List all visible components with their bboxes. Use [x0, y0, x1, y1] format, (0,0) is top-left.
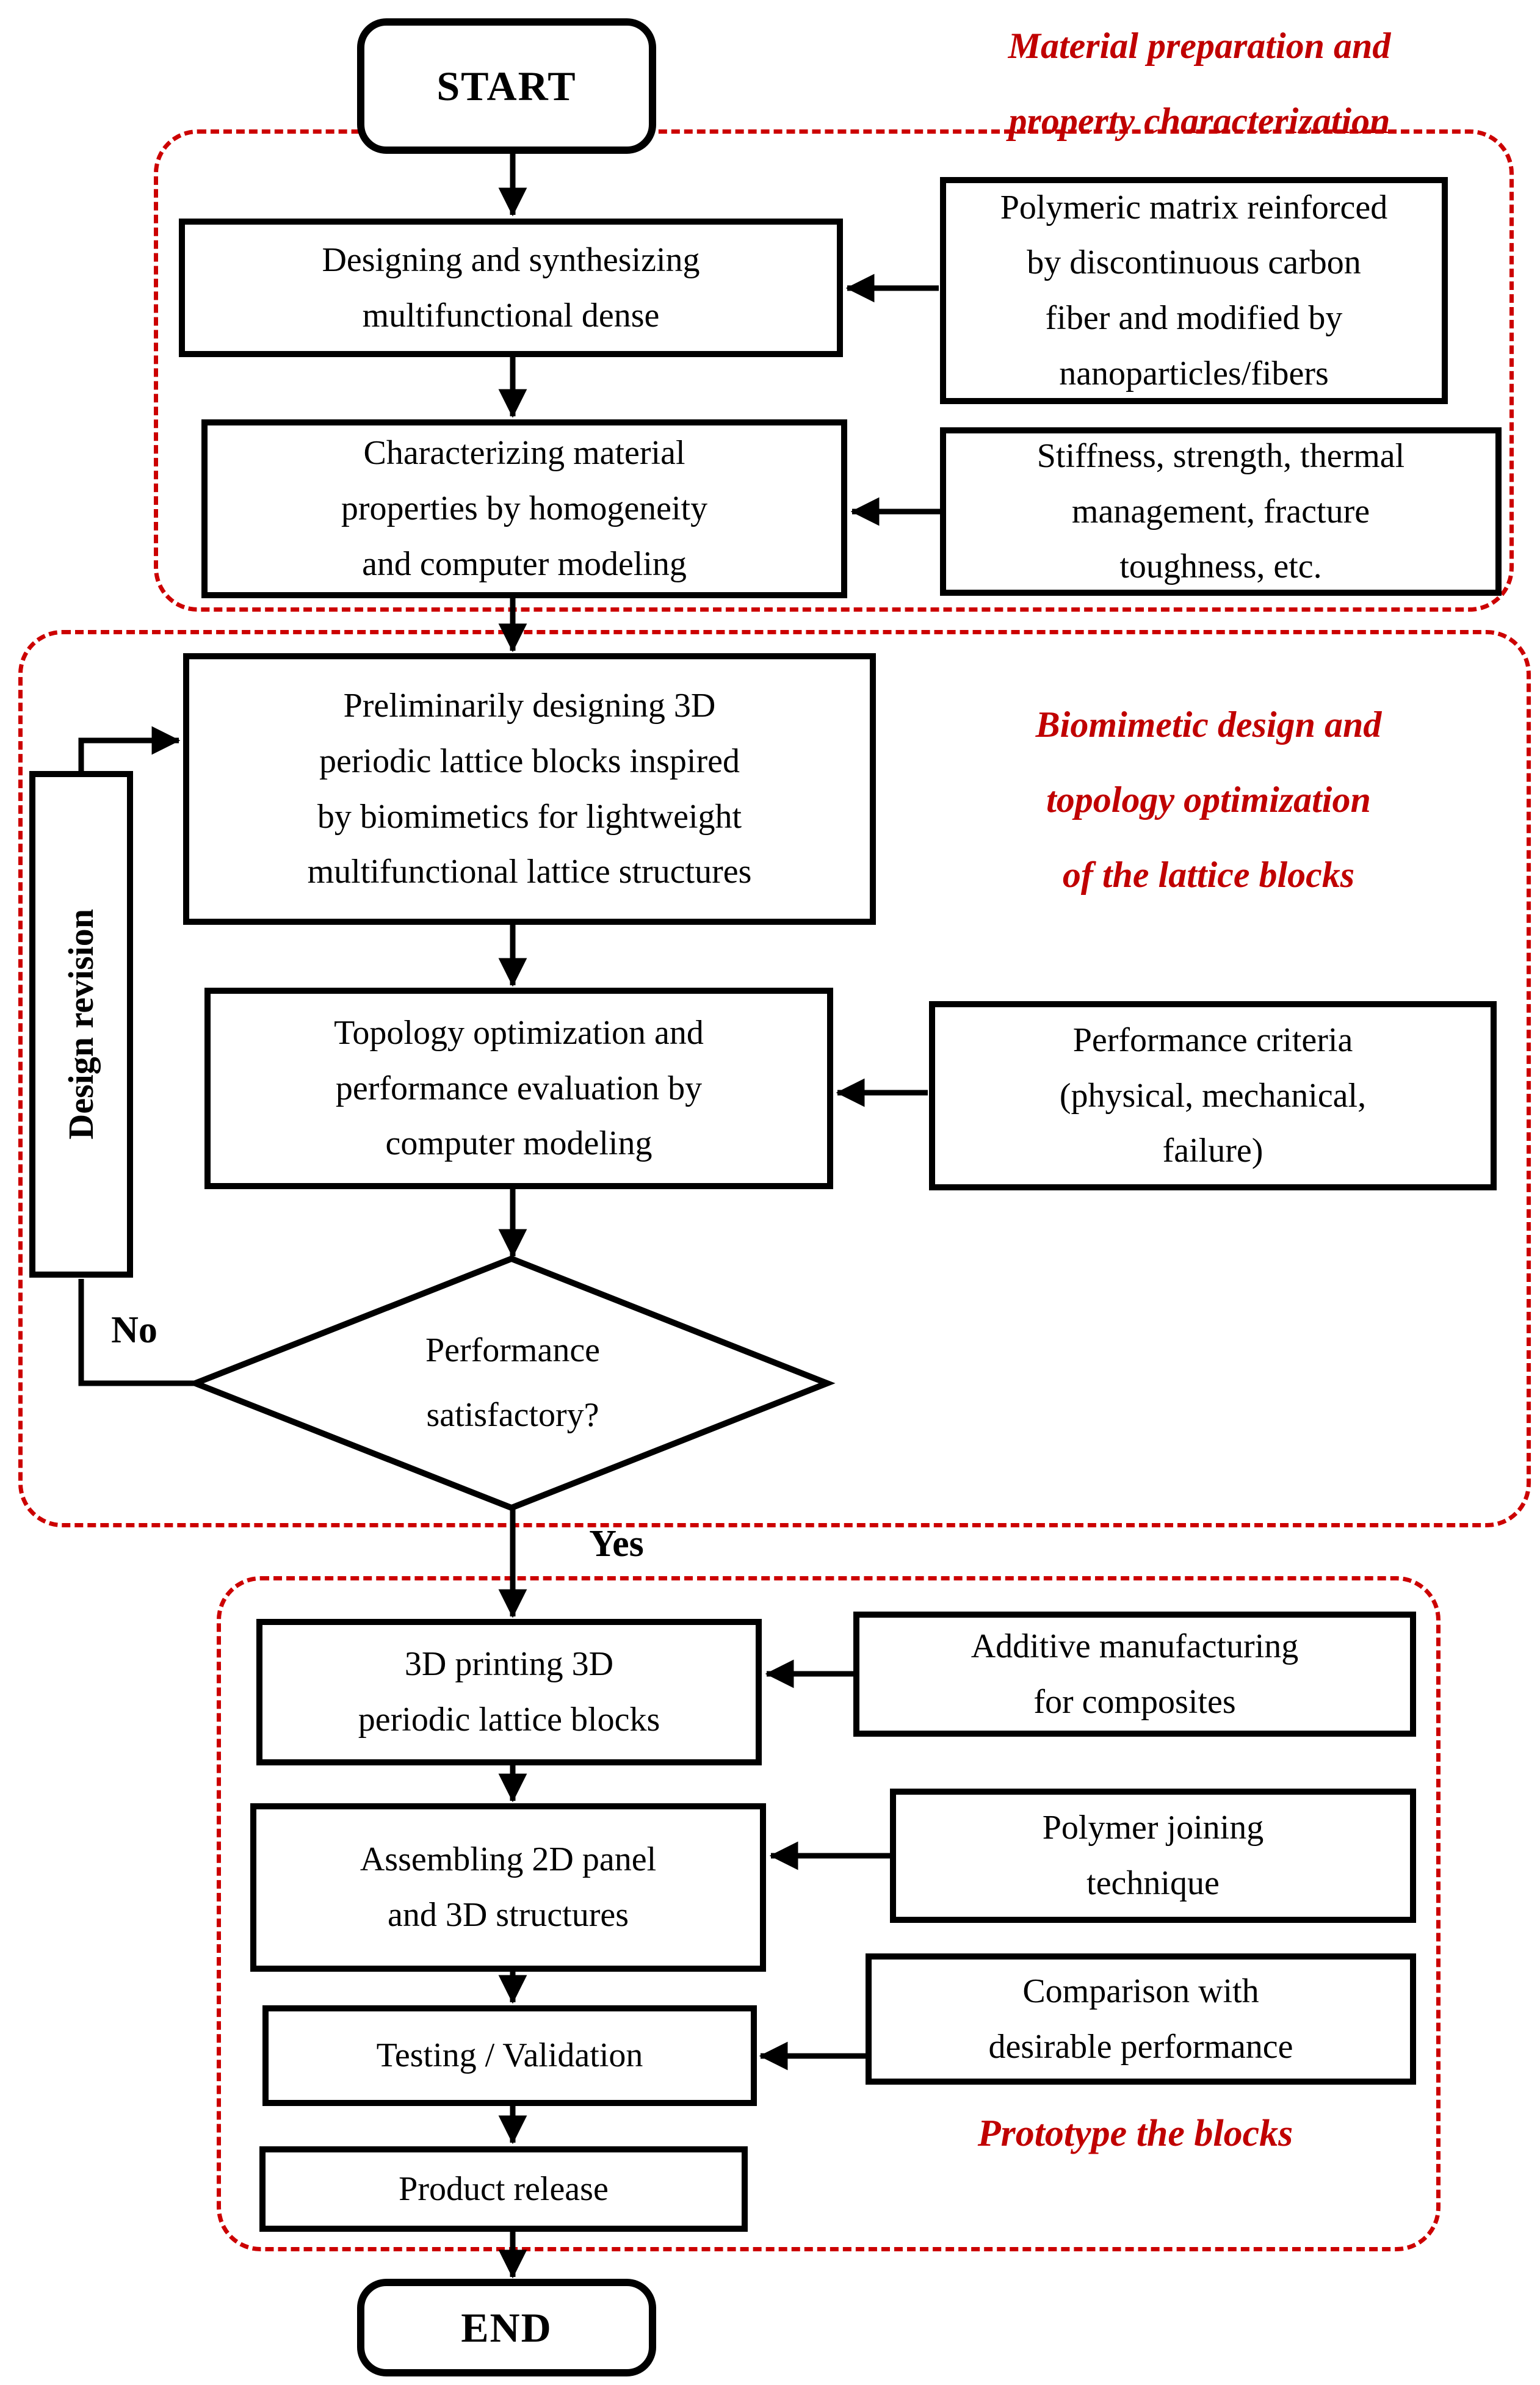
additive-label: Additive manufacturing for composites	[971, 1627, 1299, 1721]
testing-label: Testing / Validation	[376, 2036, 643, 2075]
yes-branch-label: Yes	[589, 1523, 644, 1565]
design-revision-node: Design revision	[29, 771, 133, 1278]
performance-criteria-label: Performance criteria (physical, mechanic…	[1059, 1021, 1367, 1170]
end-node: END	[357, 2279, 656, 2376]
polymeric-label: Polymeric matrix reinforced by discontin…	[1000, 188, 1388, 393]
section-biomimetic-frame	[18, 630, 1531, 1527]
decision-diamond-shape	[187, 1255, 836, 1511]
arrow-group	[78, 154, 940, 2279]
start-node: START	[357, 18, 656, 154]
section-material-frame	[154, 129, 1514, 612]
section-prototype-frame	[217, 1576, 1441, 2251]
decision-label: Performance satisfactory?	[425, 1331, 601, 1434]
section-biomimetic-title: Biomimetic design and topology optimizat…	[1035, 704, 1382, 895]
arrow-design-revision-to-preliminary	[78, 726, 181, 771]
polymeric-node: Polymeric matrix reinforced by discontin…	[940, 177, 1448, 404]
stiffness-node: Stiffness, strength, thermal management,…	[940, 427, 1502, 596]
preliminary-label: Preliminarily designing 3D periodic latt…	[307, 687, 752, 891]
polymer-joining-label: Polymer joining technique	[1042, 1809, 1264, 1902]
printing-label: 3D printing 3D periodic lattice blocks	[358, 1645, 660, 1739]
end-label: END	[461, 2304, 552, 2351]
product-node: Product release	[259, 2146, 748, 2232]
section-material-title: Material preparation and property charac…	[1008, 26, 1391, 141]
section-prototype-title: Prototype the blocks	[977, 2113, 1293, 2154]
comparison-label: Comparison with desirable performance	[988, 1972, 1293, 2066]
printing-node: 3D printing 3D periodic lattice blocks	[256, 1619, 762, 1765]
design-revision-label: Design revision	[61, 909, 101, 1140]
product-label: Product release	[399, 2170, 609, 2208]
start-label: START	[436, 62, 577, 109]
assembling-label: Assembling 2D panel and 3D structures	[360, 1840, 657, 1934]
stiffness-label: Stiffness, strength, thermal management,…	[1036, 436, 1405, 586]
polymer-joining-node: Polymer joining technique	[890, 1789, 1416, 1923]
designing-label: Designing and synthesizing multifunction…	[322, 241, 700, 335]
no-branch-label: No	[111, 1309, 157, 1351]
assembling-node: Assembling 2D panel and 3D structures	[250, 1803, 766, 1972]
performance-criteria-node: Performance criteria (physical, mechanic…	[929, 1001, 1497, 1190]
comparison-node: Comparison with desirable performance	[866, 1953, 1416, 2085]
testing-node: Testing / Validation	[262, 2005, 757, 2106]
line-no-to-design-revision	[78, 1279, 195, 1386]
additive-node: Additive manufacturing for composites	[853, 1612, 1416, 1737]
characterizing-label: Characterizing material properties by ho…	[341, 434, 708, 583]
designing-node: Designing and synthesizing multifunction…	[179, 219, 843, 357]
topology-label: Topology optimization and performance ev…	[334, 1013, 704, 1163]
characterizing-node: Characterizing material properties by ho…	[201, 419, 847, 598]
preliminary-node: Preliminarily designing 3D periodic latt…	[183, 653, 876, 925]
topology-node: Topology optimization and performance ev…	[204, 988, 833, 1189]
decision-node-text: Performance satisfactory?	[317, 1282, 708, 1483]
